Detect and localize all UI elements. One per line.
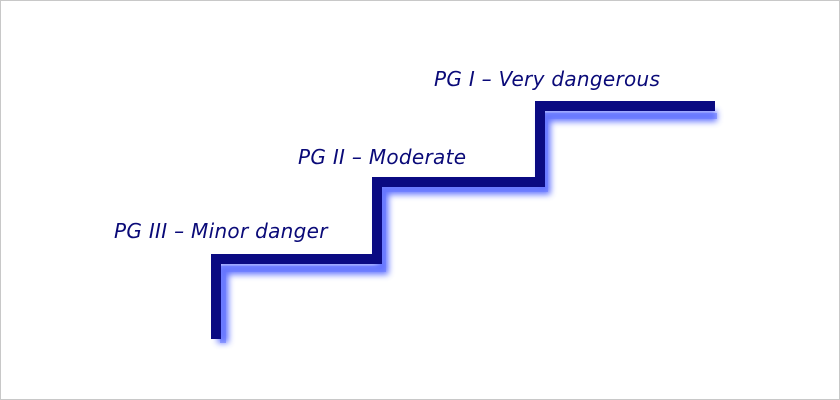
level-label-pg3: PG III – Minor danger [114,219,328,243]
staircase-line [211,101,715,339]
level-label-pg1: PG I – Very dangerous [434,67,661,91]
level-label-pg2: PG II – Moderate [298,145,467,169]
